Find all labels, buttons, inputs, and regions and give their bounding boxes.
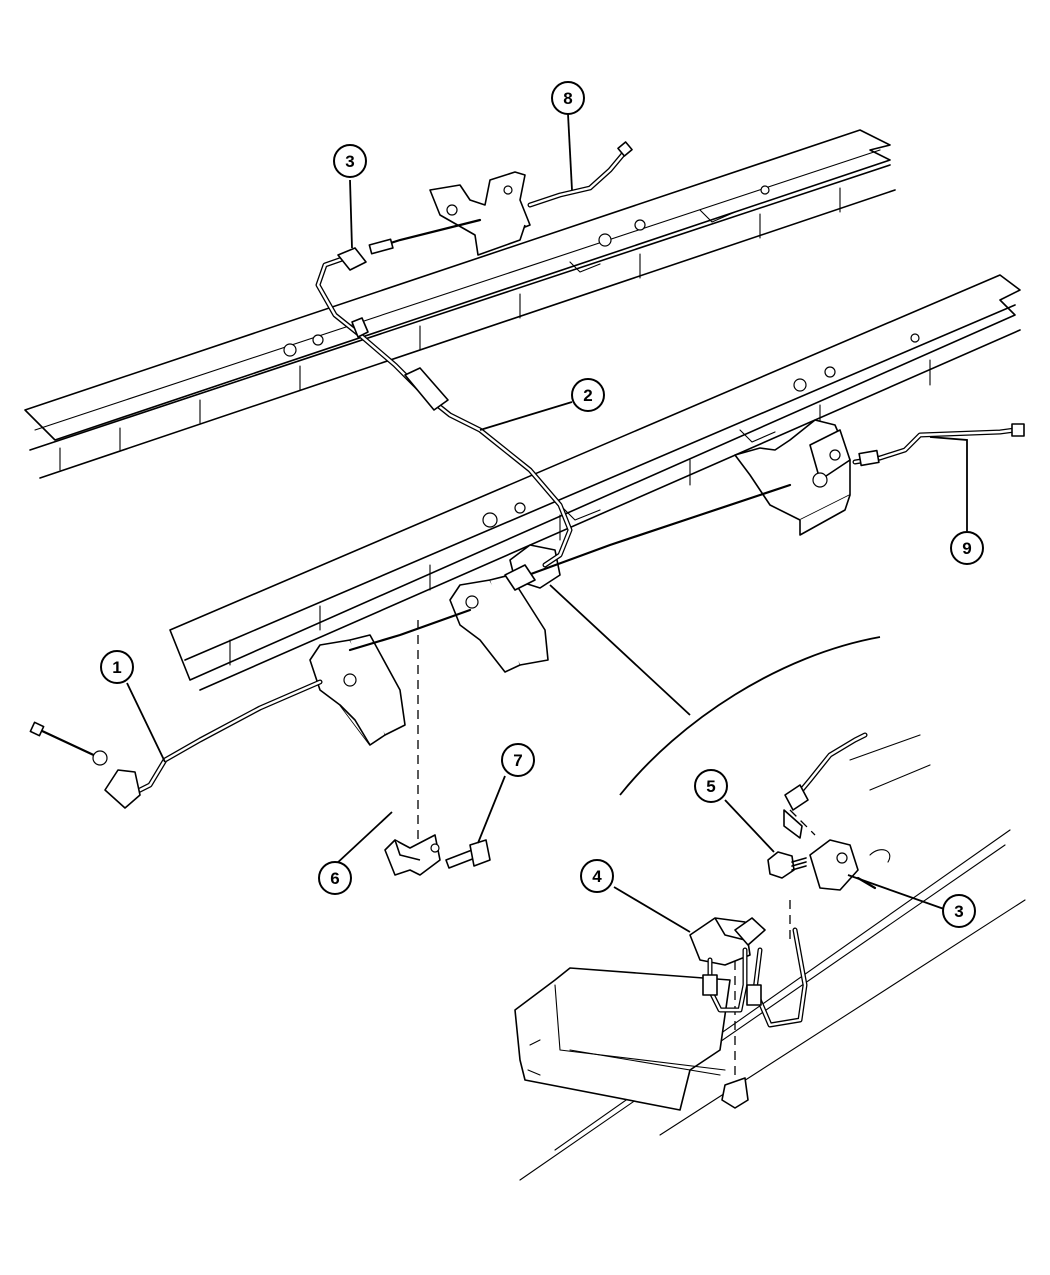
equalizer-rod	[348, 483, 792, 652]
callout-8-label: 8	[563, 89, 572, 108]
callout-4-label: 4	[592, 867, 602, 886]
callout-5: 5	[694, 769, 728, 803]
detail-view-boundary	[549, 584, 881, 796]
cable-1	[29, 679, 323, 809]
callout-5-label: 5	[706, 777, 715, 796]
callout-2: 2	[571, 378, 605, 412]
callout-6-label: 6	[330, 869, 339, 888]
rear-cable-bracket-right	[734, 419, 851, 536]
callout-7-label: 7	[513, 751, 522, 770]
callout-9: 9	[950, 531, 984, 565]
callout-3-detail-label: 3	[954, 902, 963, 921]
lower-frame-rail	[169, 274, 1021, 691]
cable-9	[852, 423, 1025, 467]
callout-4: 4	[580, 859, 614, 893]
callout-1: 1	[100, 650, 134, 684]
callout-3-top: 3	[333, 144, 367, 178]
callout-9-label: 9	[962, 539, 971, 558]
bracket-6-and-bolt-7	[384, 620, 491, 876]
detail-view	[514, 732, 1026, 1181]
upper-frame-rail	[24, 129, 896, 479]
callout-2-label: 2	[583, 386, 592, 405]
leader-lines	[126, 113, 968, 933]
callout-3-top-label: 3	[345, 152, 354, 171]
callout-3-detail: 3	[942, 894, 976, 928]
callout-6: 6	[318, 861, 352, 895]
cable-8	[368, 141, 633, 255]
callout-7: 7	[501, 743, 535, 777]
rear-cable-bracket-upper	[429, 171, 531, 256]
callout-8: 8	[551, 81, 585, 115]
crossmember-brackets	[309, 544, 561, 746]
cable-2	[315, 247, 573, 568]
callout-1-label: 1	[112, 658, 121, 677]
